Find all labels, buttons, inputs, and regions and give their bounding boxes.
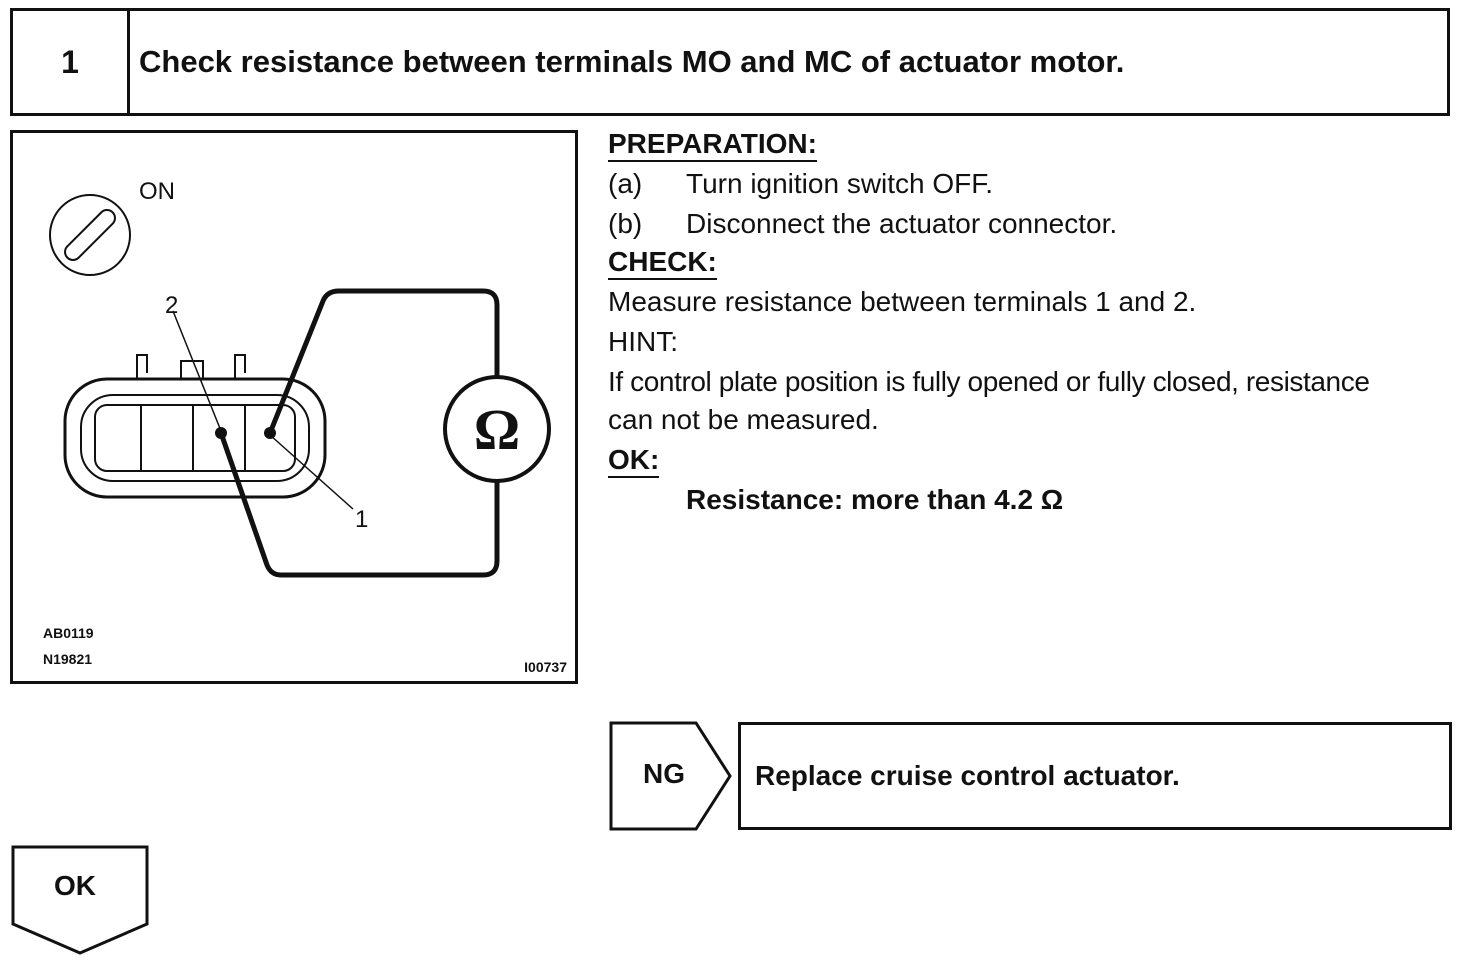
preparation-step-a-marker: (a) bbox=[608, 168, 643, 199]
ok-spec: Resistance: more than 4.2 Ω bbox=[686, 484, 1064, 515]
wiring-figure: Ω ON 2 1 AB0119 N19821 I00737 bbox=[10, 130, 578, 684]
figure-code-1: AB0119 bbox=[43, 625, 94, 641]
terminal-2-label: 2 bbox=[165, 292, 178, 319]
probe-terminal-2 bbox=[215, 427, 227, 439]
ng-label: NG bbox=[643, 758, 685, 789]
step-header: 1 Check resistance between terminals MO … bbox=[10, 8, 1450, 116]
preparation-step-b: Disconnect the actuator connector. bbox=[686, 208, 1118, 239]
preparation-step-a: Turn ignition switch OFF. bbox=[686, 168, 994, 199]
ng-arrow-icon bbox=[609, 721, 732, 831]
ignition-switch-icon bbox=[49, 194, 131, 276]
preparation-step-b-marker: (b) bbox=[608, 208, 643, 239]
check-text: Measure resistance between terminals 1 a… bbox=[608, 286, 1197, 317]
hint-line-1: If control plate position is fully opene… bbox=[608, 366, 1370, 397]
figure-code-2: N19821 bbox=[43, 651, 93, 667]
ok-label: OK bbox=[54, 870, 96, 901]
ng-action: Replace cruise control actuator. bbox=[755, 760, 1180, 791]
ohm-symbol: Ω bbox=[474, 397, 520, 462]
step-number: 1 bbox=[13, 11, 130, 113]
preparation-heading: PREPARATION: bbox=[608, 128, 817, 162]
figure-id: I00737 bbox=[524, 659, 567, 675]
probe-terminal-1 bbox=[264, 427, 276, 439]
ignition-on-label: ON bbox=[139, 178, 175, 205]
ok-arrow-icon bbox=[11, 845, 149, 955]
ok-heading: OK: bbox=[608, 444, 660, 478]
hint-heading: HINT: bbox=[608, 326, 678, 357]
step-title: Check resistance between terminals MO an… bbox=[139, 44, 1125, 79]
terminal-1-label: 1 bbox=[355, 506, 368, 533]
hint-line-2: can not be measured. bbox=[608, 404, 879, 435]
ohmmeter-icon: Ω bbox=[443, 375, 551, 483]
connector-diagram: Ω ON 2 1 bbox=[49, 178, 551, 578]
actuator-connector-icon bbox=[63, 354, 327, 499]
ng-action-box: Replace cruise control actuator. bbox=[738, 722, 1452, 830]
check-heading: CHECK: bbox=[608, 246, 717, 280]
